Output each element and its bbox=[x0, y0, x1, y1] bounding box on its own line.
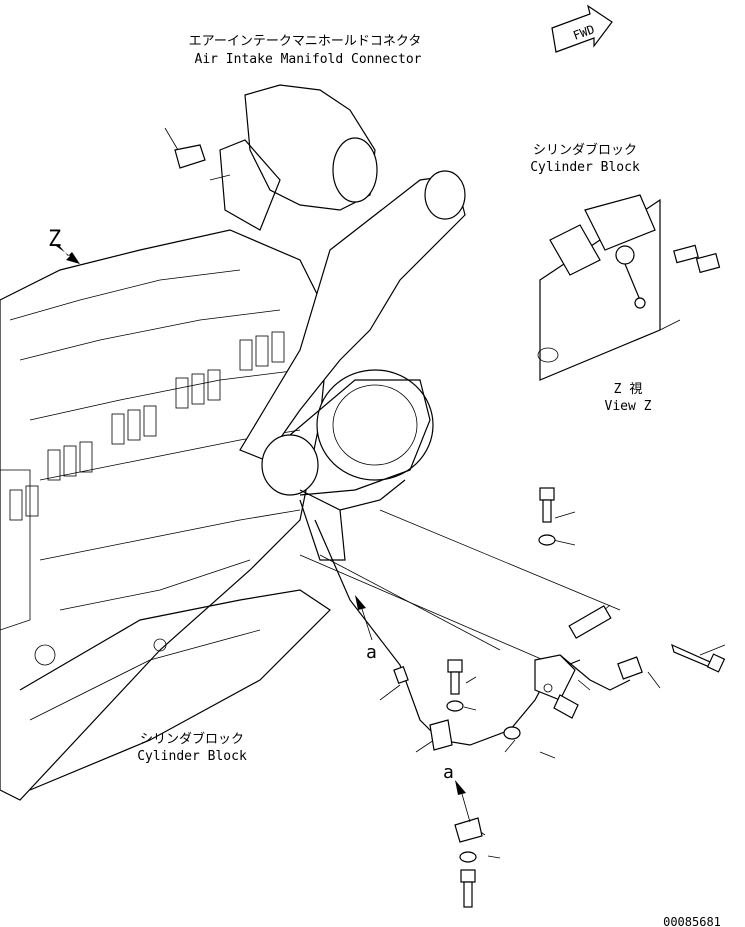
fwd-arrow-icon: FWD bbox=[551, 4, 613, 53]
sensor-wire bbox=[559, 654, 631, 691]
bracket-right bbox=[534, 654, 576, 701]
bolt-top-right bbox=[539, 487, 555, 523]
arrow-a-upper-icon bbox=[355, 595, 366, 610]
z-arrow-icon bbox=[56, 244, 80, 264]
connector-upper bbox=[393, 665, 409, 685]
bolt-bottom bbox=[460, 869, 476, 908]
cylinder-block-top-label-jp: シリンダブロック bbox=[533, 142, 637, 158]
a-marker-upper: a bbox=[366, 642, 377, 663]
drawing-number: 00085681 bbox=[663, 915, 721, 927]
view-z-inset bbox=[537, 194, 721, 381]
intake-pipe bbox=[239, 170, 466, 461]
washer-top-right bbox=[538, 534, 556, 546]
cylinder-block-top-label-en: Cylinder Block bbox=[530, 160, 640, 175]
washer-bottom bbox=[459, 851, 477, 863]
clamp-left bbox=[429, 719, 453, 751]
air-intake-label-jp: エアーインテークマニホールドコネクタ bbox=[189, 34, 422, 49]
view-z-label-en: View Z bbox=[605, 399, 652, 414]
view-z-label-jp: Z 視 bbox=[614, 382, 643, 397]
cylinder-block-bottom-label-en: Cylinder Block bbox=[137, 749, 247, 764]
long-bolt-right bbox=[671, 643, 726, 673]
cylinder-block-bottom-label-jp: シリンダブロック bbox=[140, 731, 244, 747]
clamp-ring bbox=[503, 726, 521, 740]
sensor-connector bbox=[617, 656, 643, 680]
a-marker-lower: a bbox=[443, 762, 454, 783]
bracket-bottom bbox=[454, 817, 483, 843]
wiring-harness bbox=[314, 519, 581, 746]
sleeve-right bbox=[568, 605, 612, 639]
air-intake-label-en: Air Intake Manifold Connector bbox=[195, 52, 422, 67]
washer-center bbox=[446, 700, 464, 712]
turbocharger bbox=[261, 369, 434, 561]
engine-block bbox=[0, 229, 331, 801]
fwd-label: FWD bbox=[571, 22, 596, 43]
bolt-center bbox=[447, 659, 463, 695]
air-intake-connector bbox=[164, 84, 378, 231]
bolt-side bbox=[553, 694, 579, 719]
leader-lines bbox=[299, 509, 726, 859]
arrow-a-lower-icon bbox=[455, 780, 466, 795]
